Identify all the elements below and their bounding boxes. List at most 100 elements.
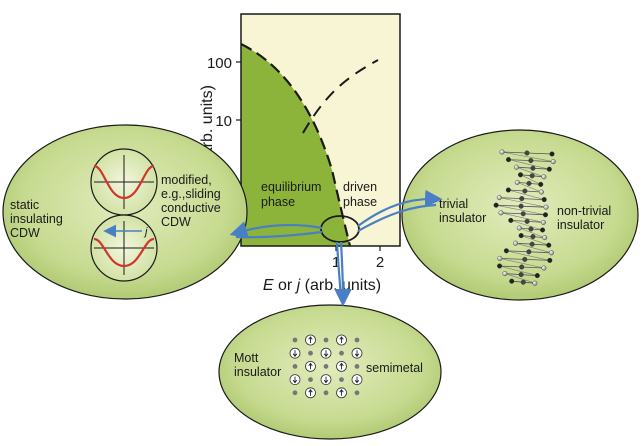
lattice-atom xyxy=(526,249,532,255)
lattice-atom xyxy=(526,180,532,186)
lattice-bond xyxy=(499,197,547,208)
y-tick-label-10: 10 xyxy=(215,113,232,130)
static-cdw-text-3: CDW xyxy=(10,226,40,240)
lattice-atom xyxy=(538,181,544,187)
lattice-atom xyxy=(506,157,512,163)
twisted-lattice-chain xyxy=(493,149,556,286)
lattice-atom xyxy=(550,159,556,165)
right-panel-topology: trivial insulator non-trivial insulator xyxy=(401,129,639,301)
spin-arrow-head xyxy=(292,353,298,357)
static-cdw-text-1: static xyxy=(10,198,39,212)
lattice-atom xyxy=(522,256,528,262)
nontrivial-insulator-text-2: insulator xyxy=(557,218,604,232)
lattice-atom xyxy=(518,233,524,239)
arrow-to-left-panel-return xyxy=(235,230,323,239)
lattice-bond xyxy=(501,151,554,162)
empty-site xyxy=(308,350,313,356)
lattice-atom xyxy=(520,211,526,217)
lattice-atom xyxy=(514,179,520,185)
lattice-atom xyxy=(547,257,553,263)
right-panel-ellipse xyxy=(401,129,639,301)
sliding-cdw-text-3: conductive xyxy=(161,201,221,215)
lattice-atom xyxy=(538,189,544,195)
lattice-atom xyxy=(518,203,524,209)
transition-arrows xyxy=(229,189,443,307)
static-cdw-text-2: insulating xyxy=(10,212,63,226)
lattice-bond xyxy=(517,182,542,193)
trivial-insulator-text-1: trivial xyxy=(439,197,468,211)
spin-grid xyxy=(289,334,363,399)
driven-phase-label-line1: driven xyxy=(343,180,377,194)
x-axis-label: E or j (arb. units) xyxy=(263,277,381,294)
lattice-atom xyxy=(505,187,511,193)
equilibrium-phase-region xyxy=(241,44,350,246)
lattice-bond xyxy=(506,250,550,261)
arrow-to-bottom-panel xyxy=(334,241,352,307)
lattice-atom xyxy=(541,197,547,203)
trivial-insulator-text-2: insulator xyxy=(439,211,486,225)
empty-site xyxy=(354,390,360,396)
phase-diagram: 100 10 1 1 2 g (arb. units) E or j (arb.… xyxy=(199,13,401,294)
arrow-to-right-panel-2 xyxy=(357,203,437,232)
arrow-to-right-panel xyxy=(357,189,443,227)
bottom-panel-mott: Mott insulator semimetal xyxy=(218,304,442,440)
lattice-atom xyxy=(540,227,546,233)
lattice-atom xyxy=(543,204,549,210)
lattice-bond xyxy=(500,212,544,223)
lattice-atom xyxy=(519,264,525,270)
nontrivial-insulator-text-1: non-trivial xyxy=(557,204,611,218)
lattice-atom xyxy=(546,166,552,172)
lattice-atom xyxy=(548,250,554,256)
lattice-bond xyxy=(499,265,538,276)
sliding-cdw-circle: j xyxy=(90,214,158,282)
spin-arrow-head xyxy=(308,336,313,340)
spin-arrow-head xyxy=(354,379,360,384)
lattice-bond xyxy=(504,273,535,284)
lattice-atom xyxy=(524,218,530,224)
empty-site xyxy=(292,364,298,369)
lattice-atom xyxy=(498,210,504,216)
lattice-atom xyxy=(497,263,503,269)
x-tick-label-2: 2 xyxy=(376,254,384,271)
lattice-atom xyxy=(512,240,518,246)
lattice-atom xyxy=(502,271,508,277)
lattice-atom xyxy=(493,202,499,208)
lattice-atom xyxy=(530,165,536,171)
lattice-atom xyxy=(528,158,534,164)
lattice-atom xyxy=(499,149,505,155)
spin-arrow-head xyxy=(308,389,313,393)
empty-site xyxy=(292,337,298,343)
x-tick-label-1: 1 xyxy=(332,254,340,271)
empty-site xyxy=(323,390,329,396)
sliding-cdw-wave xyxy=(93,237,155,268)
mott-insulator-text-2: insulator xyxy=(234,365,281,379)
lattice-bond xyxy=(499,258,544,269)
spin-arrow-head xyxy=(339,362,344,367)
static-cdw-circle xyxy=(90,148,158,216)
empty-site xyxy=(323,364,329,369)
plot-frame xyxy=(240,13,401,247)
sliding-cdw-text-4: CDW xyxy=(161,215,191,229)
empty-site xyxy=(354,337,360,343)
spin-arrow-head xyxy=(323,379,329,384)
lattice-atom xyxy=(540,219,546,225)
lattice-atom xyxy=(534,273,540,279)
lattice-bond xyxy=(510,220,543,231)
lattice-atom xyxy=(497,255,503,261)
current-label: j xyxy=(143,226,148,238)
arrow-to-bottom-panel-2 xyxy=(335,241,343,301)
lattice-atom xyxy=(546,242,552,248)
lattice-atom xyxy=(503,248,509,254)
empty-site xyxy=(323,337,329,343)
lattice-atom xyxy=(514,164,520,170)
lattice-atom xyxy=(509,278,515,284)
lattice-bond xyxy=(508,189,545,200)
lattice-atom xyxy=(520,279,526,285)
lattice-atom xyxy=(508,217,514,223)
sliding-cdw-text-2: e.g.,sliding xyxy=(161,187,221,201)
lattice-atom xyxy=(542,235,548,241)
lattice-atom xyxy=(541,265,547,271)
lattice-bond xyxy=(516,166,544,178)
